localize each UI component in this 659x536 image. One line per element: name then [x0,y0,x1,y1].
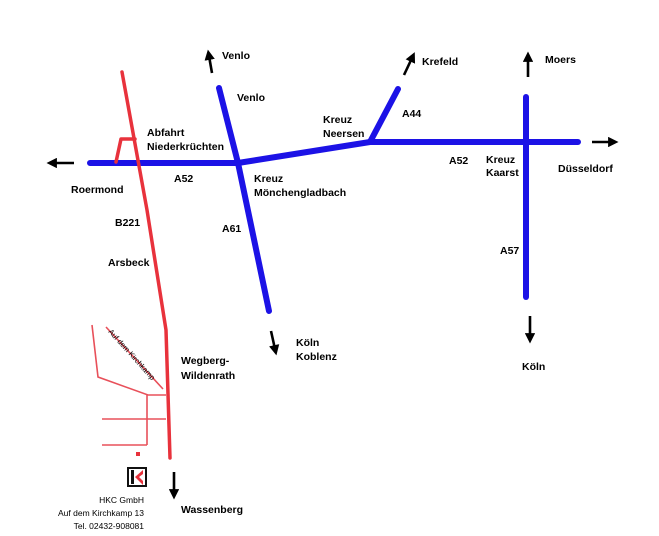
a44-motorway [367,86,401,145]
label-neersen: Neersen [323,128,364,140]
arrow-krefeld [402,52,416,76]
address-company: HKC GmbH [99,495,144,505]
street-kirchkamp [91,324,166,396]
label-moers: Moers [545,54,576,66]
arrow-koeln-center [269,330,280,356]
label-a57: A57 [500,245,519,257]
label-wassenberg: Wassenberg [181,504,243,516]
label-kreuz-kaarst: Kreuz [486,154,515,166]
label-roermond: Roermond [71,184,124,196]
a61-motorway [216,85,272,314]
street-kirchkamp-branch [105,326,164,390]
label-kreuz-neersen: Kreuz [323,114,352,126]
address-street: Auf dem Kirchkamp 13 [58,508,144,518]
label-abfahrt: Abfahrt [147,127,185,139]
label-koblenz: Koblenz [296,351,337,363]
label-a61: A61 [222,223,241,235]
label-koeln-right: Köln [522,361,545,373]
label-a52-right: A52 [449,155,468,167]
label-a52-left: A52 [174,173,193,185]
b221-road [120,70,172,460]
label-venlo-road: Venlo [237,92,265,104]
destination-marker [136,452,140,456]
direction-labels: Venlo Krefeld Moers Roermond Düsseldorf … [71,50,613,516]
label-venlo-top: Venlo [222,50,250,62]
a52-motorway [87,139,581,166]
label-b221: B221 [115,217,140,229]
label-kreuz-mg: Kreuz [254,173,283,185]
local-streets [91,324,166,446]
direction-arrows [46,49,619,500]
label-wildenrath: Wildenrath [181,370,235,382]
label-a44: A44 [402,108,421,120]
label-kaarst: Kaarst [486,167,519,179]
label-koeln-center: Köln [296,337,319,349]
company-logo: HK [127,467,147,487]
place-labels: Venlo Abfahrt Niederkrüchten Kreuz Mönch… [108,92,519,382]
label-duesseldorf: Düsseldorf [558,163,613,175]
abfahrt-ramp [114,137,137,164]
arrow-venlo [204,49,215,74]
address-block: HKC GmbH Auf dem Kirchkamp 13 Tel. 02432… [58,495,144,531]
label-wegberg: Wegberg- [181,355,230,367]
label-niederkruechten: Niederkrüchten [147,141,224,153]
address-phone: Tel. 02432-908081 [74,521,145,531]
main-roads [114,70,172,460]
label-auf-dem-kirchkamp: Auf dem Kirchkamp [107,327,157,382]
label-krefeld: Krefeld [422,56,458,68]
label-moenchengladbach: Mönchengladbach [254,187,346,199]
motorways [87,85,581,314]
label-arsbeck: Arsbeck [108,257,150,269]
road-number-labels: A52 A52 A61 A44 A57 B221 [115,108,519,257]
